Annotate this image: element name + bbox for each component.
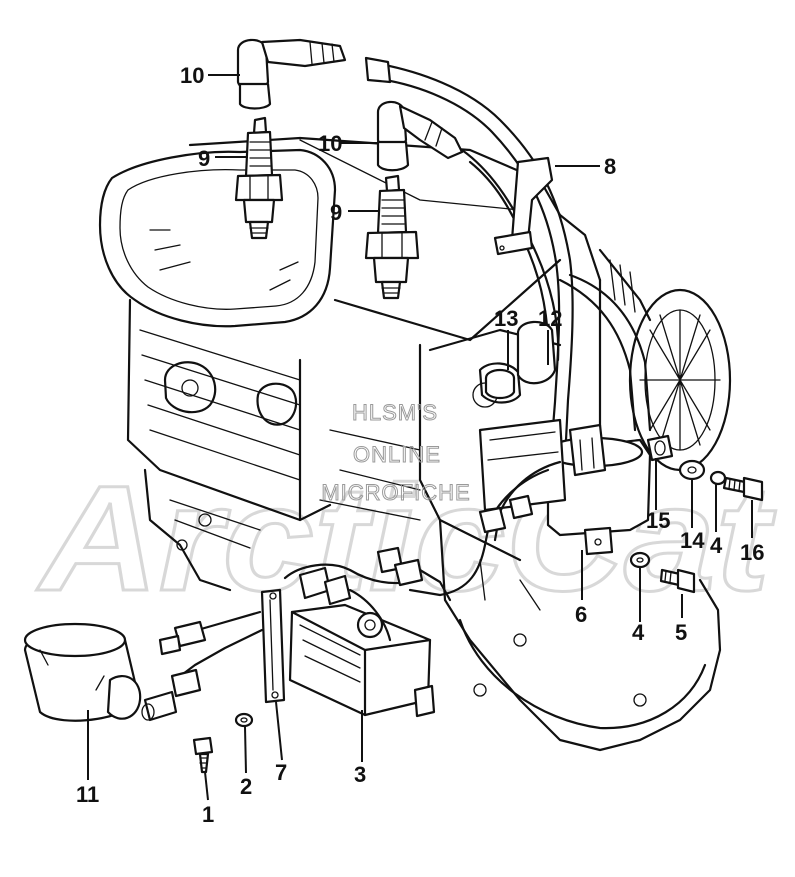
- screw-1[interactable]: [192, 736, 214, 774]
- coil-bracket[interactable]: [478, 320, 567, 512]
- regulator-bracket[interactable]: [260, 588, 286, 704]
- spark-plug-cap-left[interactable]: [236, 38, 347, 110]
- callout-9-left: 9: [198, 146, 210, 171]
- ignition-coil[interactable]: [544, 423, 652, 556]
- callout-3: 3: [354, 762, 366, 787]
- lock-washer-4a[interactable]: [709, 470, 727, 486]
- voltage-regulator[interactable]: [288, 603, 436, 718]
- spark-plug-cap-right[interactable]: [376, 100, 464, 172]
- bolt-5[interactable]: [659, 568, 696, 594]
- callout-6: 6: [575, 602, 587, 627]
- callout-5: 5: [675, 620, 687, 645]
- watermark-line-2: ONLINE: [353, 442, 441, 467]
- connector-cover[interactable]: [23, 622, 142, 722]
- callout-9-right: 9: [330, 200, 342, 225]
- watermark-line-3: MICROFICHE: [321, 480, 470, 505]
- lock-washer-4b[interactable]: [629, 551, 651, 569]
- callout-7: 7: [275, 760, 287, 785]
- washer-14[interactable]: [678, 459, 706, 481]
- callout-13: 13: [494, 306, 518, 331]
- spark-plug-right[interactable]: [364, 174, 420, 300]
- callout-2: 2: [240, 774, 252, 799]
- callout-15: 15: [646, 508, 670, 533]
- rubber-grommet[interactable]: [484, 368, 516, 400]
- callout-10-left: 10: [180, 63, 204, 88]
- spark-plug-left[interactable]: [234, 116, 284, 240]
- callout-11: 11: [76, 782, 99, 807]
- coil-spacer[interactable]: [646, 434, 674, 462]
- callout-8: 8: [604, 154, 616, 179]
- callout-14: 14: [680, 528, 705, 553]
- washer-2[interactable]: [234, 712, 254, 728]
- callout-4-upper: 4: [710, 533, 723, 558]
- callout-10-right: 10: [318, 131, 342, 156]
- watermark-text: HLSM'S ONLINE MICROFICHE: [321, 400, 470, 506]
- wiring-connectors[interactable]: [141, 546, 452, 722]
- callout-4-lower: 4: [632, 620, 645, 645]
- callout-16: 16: [740, 540, 764, 565]
- watermark-line-1: HLSM'S: [352, 400, 438, 425]
- callout-1: 1: [202, 802, 214, 827]
- wire-clamp[interactable]: [493, 156, 554, 256]
- callouts: 10 10 9 9 8 13 12 15 14 4 16 6 4 5 11 1 …: [76, 63, 764, 827]
- callout-12: 12: [538, 306, 562, 331]
- coil-harness: [408, 460, 562, 597]
- bolt-16[interactable]: [722, 476, 764, 502]
- leader-lines: [87, 74, 753, 801]
- brand-watermark: ArcticCat: [36, 454, 777, 622]
